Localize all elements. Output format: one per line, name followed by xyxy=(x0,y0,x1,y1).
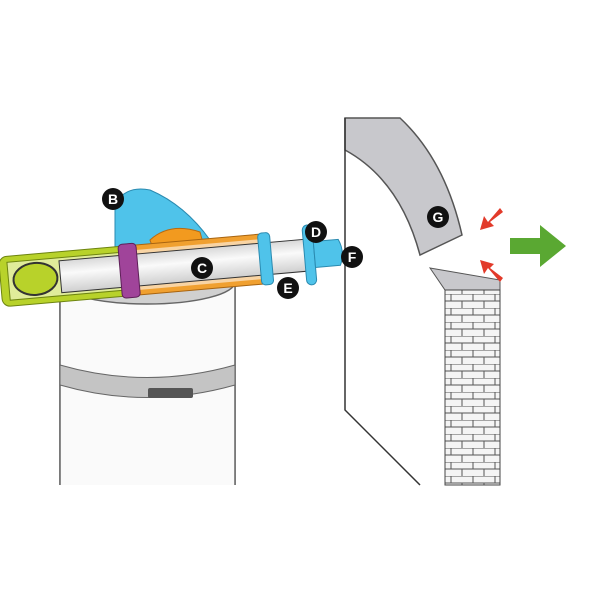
label-e: E xyxy=(277,277,299,299)
ring-blue xyxy=(257,232,275,286)
svg-text:F: F xyxy=(348,249,357,265)
terminal-nozzle xyxy=(312,238,343,268)
intake-arrow-top-icon xyxy=(480,208,503,230)
exhaust-arrow-icon xyxy=(510,225,566,267)
boiler-vent-slot xyxy=(148,388,193,398)
label-d: D xyxy=(305,221,327,243)
label-b: B xyxy=(102,188,124,210)
svg-text:E: E xyxy=(283,280,292,296)
ring-e xyxy=(117,242,141,299)
wall-edge xyxy=(344,118,421,486)
inner-connector-c xyxy=(12,261,59,296)
label-f: F xyxy=(341,246,363,268)
label-c: C xyxy=(191,257,213,279)
svg-text:C: C xyxy=(197,260,207,276)
svg-text:D: D xyxy=(311,224,321,240)
intake-arrow-bottom-icon xyxy=(480,260,503,282)
wall xyxy=(344,117,501,486)
brick-wall xyxy=(444,289,501,486)
wall-opening-arch xyxy=(344,117,463,257)
svg-text:G: G xyxy=(433,209,444,225)
label-g: G xyxy=(427,206,449,228)
svg-text:B: B xyxy=(108,191,118,207)
